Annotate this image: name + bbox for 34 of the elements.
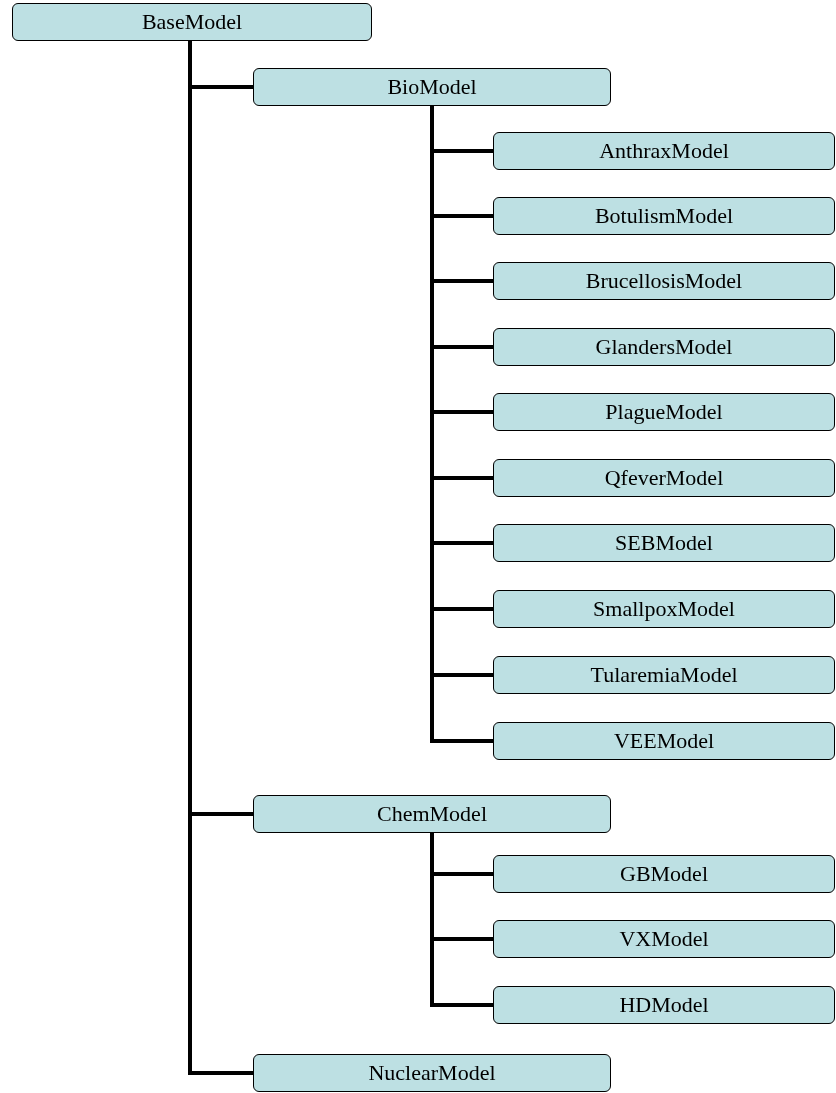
class-name: VXModel (619, 926, 709, 952)
class-box (12, 3, 372, 41)
class-box (493, 328, 835, 366)
class-name: GlandersModel (595, 334, 733, 360)
class-name: BotulismModel (594, 203, 734, 229)
class-name: BrucellosisModel (585, 268, 743, 294)
class-box (493, 197, 835, 235)
class-name: ChemModel (377, 801, 487, 827)
class-box (493, 262, 835, 300)
class-name: SEBModel (615, 530, 713, 556)
class-box (493, 524, 835, 562)
class-name: VEEModel (613, 728, 715, 754)
class-box (493, 393, 835, 431)
class-name: NuclearModel (368, 1060, 496, 1086)
class-box (493, 722, 835, 760)
class-name: HDModel (619, 992, 709, 1018)
class-box (493, 590, 835, 628)
class-box (253, 795, 611, 833)
class-box (253, 1054, 611, 1092)
class-box (493, 459, 835, 497)
class-name: PlagueModel (605, 399, 723, 425)
class-box (253, 68, 611, 106)
class-name: AnthraxModel (599, 138, 729, 164)
class-name: QfeverModel (604, 465, 724, 491)
class-box (493, 920, 835, 958)
class-name: BioModel (387, 74, 477, 100)
class-name: TularemiaModel (590, 662, 738, 688)
class-name: GBModel (620, 861, 708, 887)
class-box (493, 132, 835, 170)
class-box (493, 656, 835, 694)
class-box (493, 855, 835, 893)
class-name: BaseModel (141, 9, 243, 35)
class-name: SmallpoxModel (593, 596, 735, 622)
class-box (493, 986, 835, 1024)
